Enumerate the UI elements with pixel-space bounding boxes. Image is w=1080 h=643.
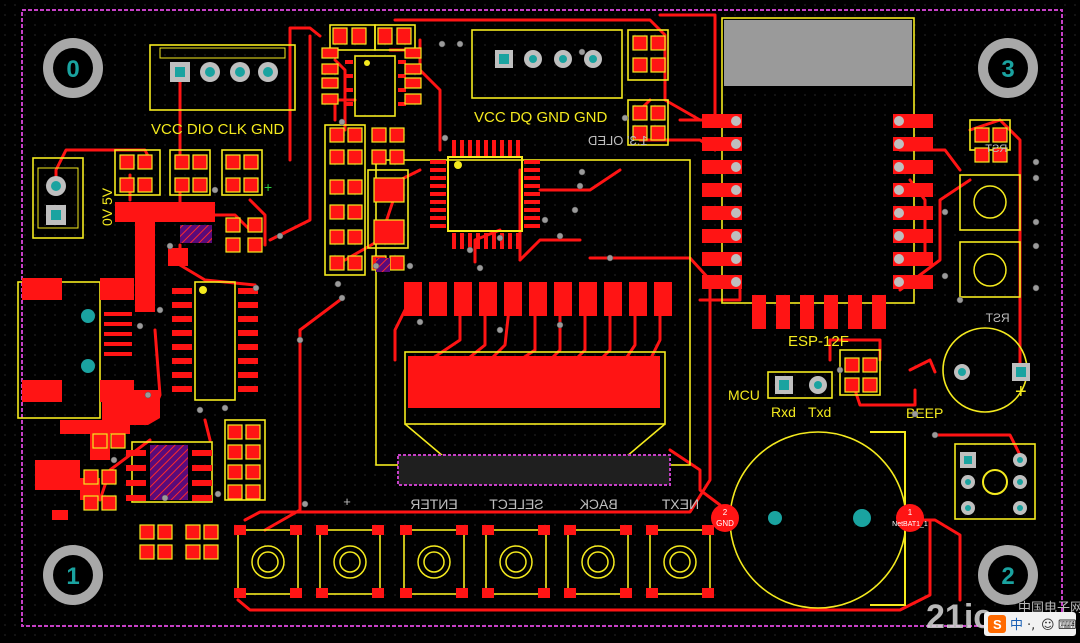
txd-label: Txd [808,404,831,420]
small-component [376,258,390,272]
button-label-plus: + [343,494,351,509]
ime-emoji-icon[interactable]: ☺ [1041,618,1055,633]
esp-vias [731,116,904,287]
beep-label: BEEP [906,405,943,421]
gnd-pad-number: 2 [723,508,728,517]
bat-pad-label: NetBAT1_1 [892,521,928,528]
battery-pad-gnd [711,504,739,532]
power-label: 0V 5V [99,187,115,226]
button-label-back: BACK [579,496,618,512]
corner-label-0: 0 [66,56,79,83]
esp-antenna [724,20,912,86]
gnd-pad-label: GND [716,519,734,528]
plus-marker: + [264,179,272,195]
pin1-dot [199,286,207,294]
corner-label-3: 3 [1001,56,1014,83]
ime-logo-letter: S [993,617,1002,632]
ime-punctuation-icon[interactable]: ·, [1027,618,1035,633]
pin1-dot [454,161,462,169]
passive-components [83,27,1008,560]
corner-label-2: 2 [1001,563,1014,590]
diode [180,225,212,243]
board-outline [21,9,1063,627]
module-label: ESP-12F [788,333,849,350]
header-pins [46,50,1030,527]
regulator-chip [150,445,188,500]
oled-ribbon [397,454,671,486]
mcu-label: MCU [728,387,760,403]
ime-chinese-mode-icon[interactable]: 中 [1010,618,1023,633]
sensor-header-label: VCC DQ GND GND [474,109,608,126]
tactile-buttons [251,185,1007,579]
bat-pad-number: 1 [908,508,913,517]
ime-logo-icon [988,615,1006,633]
corner-label-1: 1 [66,563,79,590]
button-label-select: SELECT [489,496,544,512]
watermark-logo: 21ic [926,598,992,636]
pin1-dot [364,60,370,66]
battery-plus: + [1015,381,1027,403]
power-traces [52,202,215,520]
ime-toolbar[interactable] [984,612,1076,636]
ime-settings-icon[interactable]: ⌨ [1058,618,1077,633]
battery-pad-positive [896,504,924,532]
rst-label: RST [985,311,1010,325]
mounting-holes [43,38,1038,605]
copper-pads [22,60,933,598]
vias [110,40,1040,508]
reset-top-label: RST [985,143,1007,155]
button-label-next: NEXT [661,496,699,512]
button-label-enter: ENTER [410,496,457,512]
rxd-label: Rxd [771,404,796,420]
display-header-label: VCC DIO CLK GND [151,121,285,138]
oled-label: 1.3' OLED [588,133,648,148]
